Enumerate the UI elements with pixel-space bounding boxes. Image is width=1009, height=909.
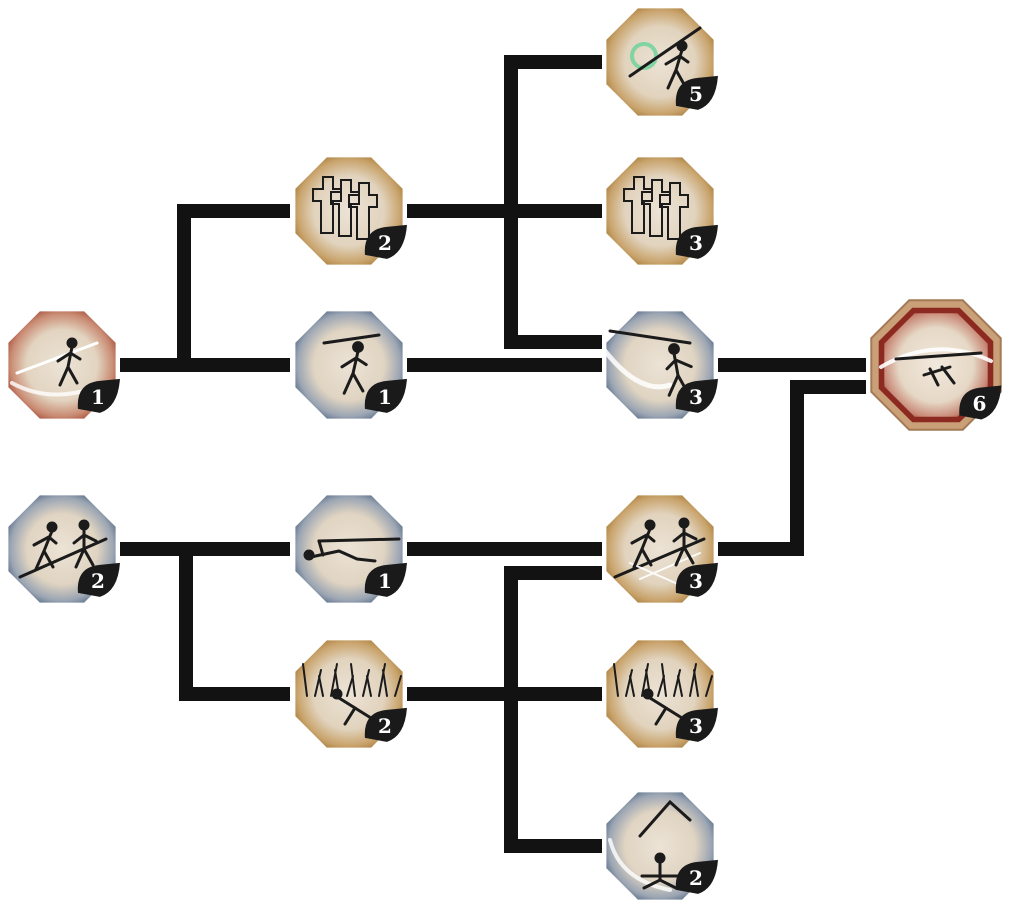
skill-nodes: 1 2 1 5 3 3 6 2 1 2 3 3 2 <box>8 8 1002 900</box>
grass-crouch-icon <box>302 663 402 726</box>
skill-node-n7[interactable]: 6 <box>870 299 1002 431</box>
cost-badge <box>77 562 120 597</box>
cost-badge <box>675 859 718 894</box>
spear-vault-icon <box>608 799 692 892</box>
skill-node-n6[interactable]: 3 <box>602 311 718 419</box>
three-figures-icon <box>623 176 689 240</box>
connector-branch-n6 <box>504 211 602 349</box>
skill-cost: 6 <box>972 392 986 416</box>
cost-badge <box>675 75 718 110</box>
skill-cost: 1 <box>378 569 392 593</box>
spear-slide-icon <box>303 537 401 563</box>
node-face <box>884 313 988 417</box>
skill-node-n9[interactable]: 1 <box>295 495 407 603</box>
shatter-duel-icon <box>613 517 706 586</box>
skill-cost: 3 <box>689 385 703 409</box>
connector-branch-n10 <box>179 549 290 701</box>
cost-badge <box>364 707 407 742</box>
cost-badge <box>675 378 718 413</box>
spirit-strike-icon <box>628 26 702 90</box>
skill-cost: 5 <box>689 82 703 106</box>
cost-badge <box>675 224 718 259</box>
three-figures-icon <box>312 176 378 240</box>
spear-lunge-icon <box>10 337 104 397</box>
skill-cost: 3 <box>689 231 703 255</box>
skill-cost: 1 <box>378 385 392 409</box>
grass-crouch-icon <box>613 663 713 726</box>
skill-node-n1[interactable]: 1 <box>8 311 120 419</box>
skill-node-n3[interactable]: 1 <box>295 311 407 419</box>
connector-branch-n13 <box>504 694 602 853</box>
skill-node-n10[interactable]: 2 <box>295 640 407 748</box>
skill-node-n2[interactable]: 2 <box>295 157 407 265</box>
skill-node-n4[interactable]: 5 <box>606 8 718 116</box>
capstone-strike-icon <box>879 347 993 387</box>
skill-node-n11[interactable]: 3 <box>606 495 718 603</box>
skill-cost: 2 <box>378 714 392 738</box>
skill-cost: 2 <box>378 231 392 255</box>
skill-node-n12[interactable]: 3 <box>606 640 718 748</box>
cost-badge <box>364 562 407 597</box>
spear-duel-icon <box>18 519 108 579</box>
cost-badge <box>675 707 718 742</box>
skill-cost: 1 <box>91 385 105 409</box>
skill-cost: 3 <box>689 569 703 593</box>
skill-cost: 3 <box>689 714 703 738</box>
connector-branch-n4 <box>504 55 602 211</box>
spear-leap-icon <box>322 333 381 395</box>
connectors <box>120 55 866 853</box>
cost-badge <box>364 224 407 259</box>
skill-cost: 2 <box>91 569 105 593</box>
skill-cost: 2 <box>689 866 703 890</box>
skill-node-n5[interactable]: 3 <box>606 157 718 265</box>
skill-node-n13[interactable]: 2 <box>606 792 718 900</box>
cost-badge <box>77 378 120 413</box>
cost-badge <box>959 385 1002 420</box>
cost-badge <box>364 378 407 413</box>
spear-sweep-icon <box>602 329 693 397</box>
connector-n11-n7 <box>718 380 866 556</box>
connector-branch-n2 <box>177 204 290 365</box>
skill-node-n8[interactable]: 2 <box>8 495 120 603</box>
cost-badge <box>675 562 718 597</box>
connector-branch-n11 <box>504 566 602 694</box>
